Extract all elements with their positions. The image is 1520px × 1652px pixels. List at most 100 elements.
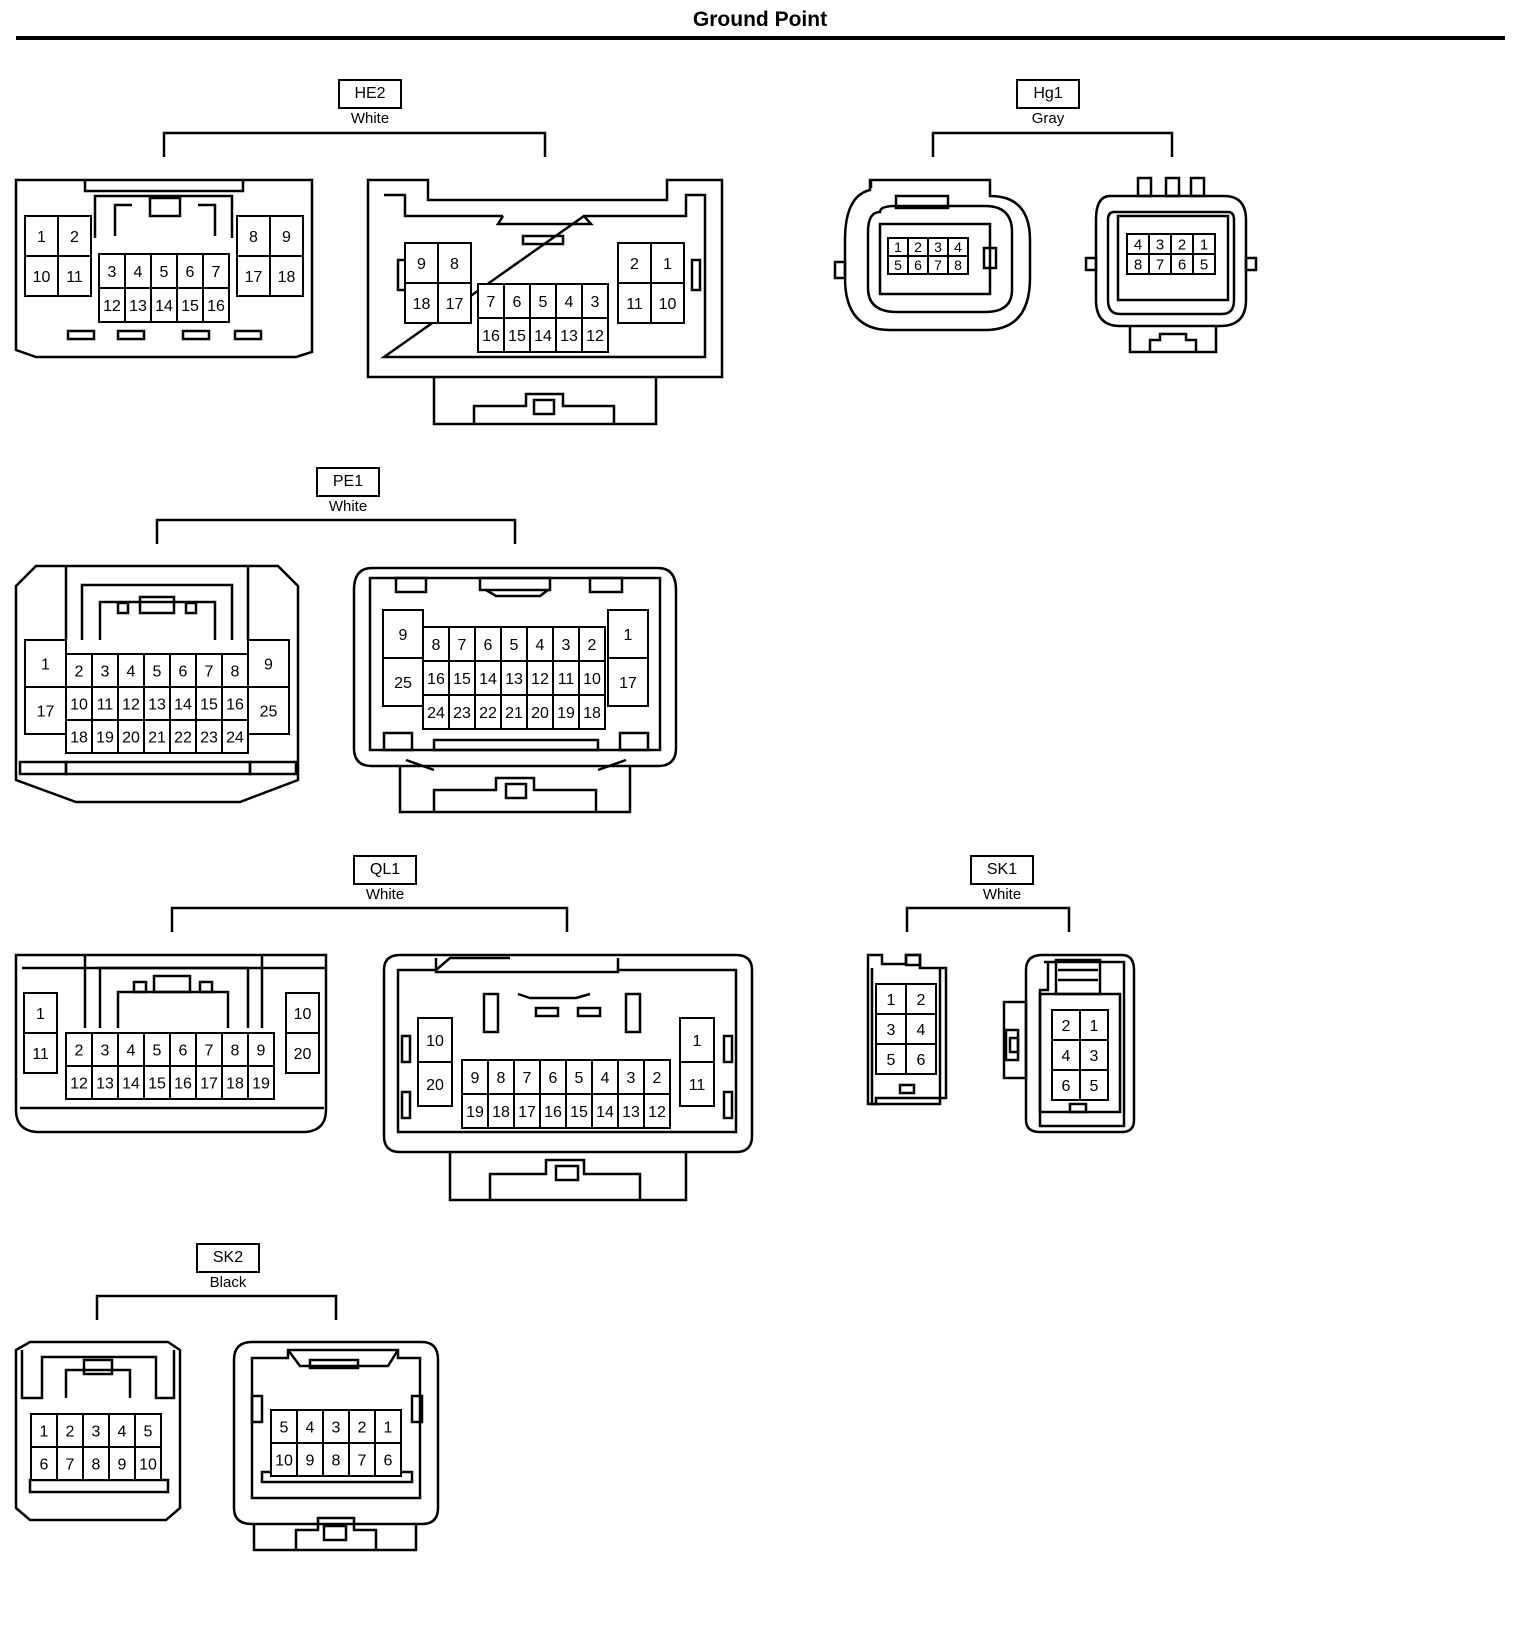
- housing-outline: [18, 760, 68, 776]
- pin-cavity: [236, 215, 271, 257]
- pin-cavity: [23, 992, 58, 1034]
- pin-number: 2: [358, 1419, 367, 1436]
- pin-cavity: [679, 1061, 715, 1107]
- pin-number: 10: [70, 696, 88, 713]
- housing-outline: [1054, 958, 1102, 996]
- pin-number: 1: [1200, 236, 1208, 253]
- pin-number: 5: [153, 663, 162, 680]
- pin-number: 14: [174, 696, 192, 713]
- pin-number: 4: [134, 264, 143, 281]
- pin-cavity: [247, 686, 290, 735]
- connector-color-pe1: White: [328, 498, 368, 515]
- pin-number: 11: [558, 671, 575, 688]
- housing-outline: [14, 953, 328, 1134]
- pin-number: 1: [663, 256, 672, 273]
- pin-number: 23: [200, 729, 218, 746]
- pin-number: 14: [122, 1075, 140, 1092]
- pin-number: 4: [601, 1070, 610, 1087]
- housing-outline: [113, 203, 217, 236]
- pin-cavity: [477, 317, 505, 353]
- housing-outline: [232, 1340, 440, 1526]
- pin-cavity: [578, 660, 606, 696]
- pin-number: 18: [226, 1075, 244, 1092]
- pin-number: 5: [894, 257, 902, 273]
- housing-outline: [1128, 326, 1218, 354]
- pin-cavity: [1051, 1009, 1081, 1041]
- pin-cavity: [117, 653, 145, 688]
- pin-number: 15: [453, 671, 471, 688]
- housing-outline: [488, 1158, 642, 1200]
- pin-number: 8: [954, 257, 962, 273]
- pin-number: 1: [894, 239, 902, 255]
- pin-cavity: [1079, 1069, 1109, 1101]
- pin-number: 3: [101, 1042, 110, 1059]
- pin-number: 10: [659, 296, 677, 313]
- pin-number: 15: [570, 1104, 588, 1121]
- housing-outline: [83, 955, 264, 1028]
- page-title: Ground Point: [692, 8, 828, 31]
- pin-number: 12: [648, 1104, 666, 1121]
- pin-cavity: [348, 1442, 376, 1477]
- pin-number: 7: [205, 663, 214, 680]
- pin-cavity: [124, 287, 152, 323]
- housing-outline: [1008, 1036, 1020, 1054]
- pin-cavity: [150, 287, 178, 323]
- housing-outline: [405, 758, 627, 772]
- pin-cavity: [581, 317, 609, 353]
- pin-number: 7: [212, 264, 221, 281]
- pin-cavity: [1079, 1039, 1109, 1071]
- housing-outline: [1106, 210, 1236, 316]
- pin-cavity: [617, 1093, 645, 1129]
- pin-cavity: [169, 719, 197, 754]
- pin-number: 8: [231, 663, 240, 680]
- housing-outline: [398, 766, 632, 814]
- pin-number: 13: [96, 1075, 114, 1092]
- pin-cavity: [117, 1065, 145, 1100]
- pin-number: 2: [75, 663, 84, 680]
- housing-outline: [368, 576, 662, 752]
- pin-cavity: [617, 282, 652, 324]
- pin-number: 25: [394, 675, 412, 692]
- pin-number: 11: [689, 1077, 706, 1094]
- pin-cavity: [82, 1413, 110, 1448]
- housing-outline: [624, 992, 642, 1034]
- pin-number: 8: [450, 256, 459, 273]
- pin-cavity: [195, 719, 223, 754]
- connector-bracket-sk2: [95, 1294, 338, 1320]
- pin-number: 9: [399, 627, 408, 644]
- pin-number: 1: [887, 992, 896, 1009]
- pin-number: 3: [887, 1022, 896, 1039]
- connector-color-ql1: White: [365, 886, 405, 903]
- pin-number: 16: [174, 1075, 192, 1092]
- pin-number: 13: [622, 1104, 640, 1121]
- pin-number: 19: [96, 729, 114, 746]
- housing-outline: [432, 738, 600, 752]
- housing-outline: [93, 194, 234, 238]
- pin-cavity: [1192, 253, 1216, 275]
- pin-number: 21: [505, 705, 523, 722]
- housing-outline: [1002, 1000, 1028, 1080]
- pin-cavity: [477, 283, 505, 319]
- housing-outline: [352, 566, 678, 768]
- pin-cavity: [65, 1065, 93, 1100]
- pin-cavity: [143, 1065, 171, 1100]
- pin-number: 12: [103, 298, 121, 315]
- pin-cavity: [221, 719, 249, 754]
- pin-number: 6: [513, 294, 522, 311]
- pin-number: 2: [917, 992, 926, 1009]
- pin-number: 9: [471, 1070, 480, 1087]
- pin-number: 3: [108, 264, 117, 281]
- housing-outline: [252, 1524, 418, 1552]
- pin-number: 6: [917, 1052, 926, 1069]
- pin-number: 6: [1178, 256, 1186, 273]
- pin-cavity: [650, 282, 685, 324]
- housing-outline: [521, 234, 565, 246]
- housing-outline: [1058, 968, 1098, 982]
- pin-number: 5: [144, 1423, 153, 1440]
- housing-outline: [478, 576, 552, 592]
- pin-number: 2: [75, 1042, 84, 1059]
- pin-number: 4: [1062, 1048, 1071, 1065]
- housing-outline: [366, 178, 724, 379]
- pin-cavity: [500, 694, 528, 730]
- pin-cavity: [98, 287, 126, 323]
